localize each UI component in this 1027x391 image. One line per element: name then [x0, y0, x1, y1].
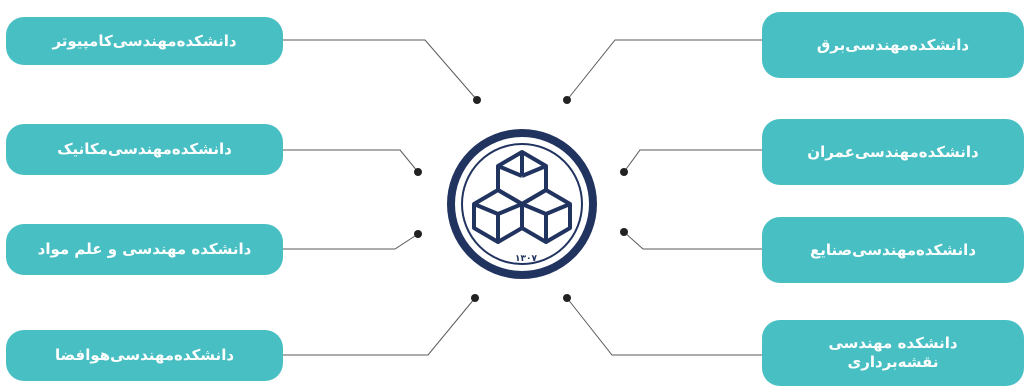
- dept-materials-label: دانشکده مهندسی و علم مواد: [37, 240, 252, 259]
- dept-industrial-label: دانشکده‌مهندسی‌صنایع: [810, 240, 977, 259]
- dept-electrical-label: دانشکده‌مهندسی‌برق: [816, 35, 970, 54]
- dept-surveying[interactable]: دانشکده مهندسی نقشه‌برداری: [762, 320, 1024, 386]
- dept-computer[interactable]: دانشکده‌مهندسی‌کامپیوتر: [6, 17, 283, 65]
- connector-materials: [283, 233, 419, 250]
- connector-dot: [414, 230, 422, 238]
- dept-civil-label: دانشکده‌مهندسی‌عمران: [807, 142, 979, 161]
- connector-aerospace: [283, 297, 476, 356]
- dept-mechanical-label: دانشکده‌مهندسی‌مکانیک: [57, 140, 232, 159]
- connector-mechanical: [283, 149, 419, 173]
- connector-computer: [283, 39, 478, 101]
- dept-materials[interactable]: دانشکده مهندسی و علم مواد: [6, 224, 283, 275]
- connector-dot: [563, 294, 571, 302]
- connector-dot: [620, 228, 628, 236]
- connector-dot: [414, 168, 422, 176]
- founding-year: ۱۳۰۷: [515, 254, 537, 264]
- dept-civil[interactable]: دانشکده‌مهندسی‌عمران: [762, 119, 1024, 185]
- dept-electrical[interactable]: دانشکده‌مهندسی‌برق: [762, 12, 1024, 78]
- dept-industrial[interactable]: دانشکده‌مهندسی‌صنایع: [762, 217, 1024, 283]
- dept-aerospace-label: دانشکده‌مهندسی‌هوافضا: [54, 346, 235, 365]
- connector-industrial: [623, 231, 762, 250]
- cube-emblem: [472, 150, 572, 244]
- dept-aerospace[interactable]: دانشکده‌مهندسی‌هوافضا: [6, 330, 283, 381]
- dept-surveying-label: دانشکده مهندسی نقشه‌برداری: [828, 334, 958, 371]
- connector-dot: [620, 168, 628, 176]
- university-logo: [447, 129, 597, 279]
- dept-computer-label: دانشکده‌مهندسی‌کامپیوتر: [52, 31, 237, 50]
- connector-dot: [473, 96, 481, 104]
- connector-dot: [563, 96, 571, 104]
- connector-civil: [623, 149, 762, 173]
- connector-surveying: [566, 297, 762, 356]
- connector-electrical: [566, 39, 762, 101]
- dept-mechanical[interactable]: دانشکده‌مهندسی‌مکانیک: [6, 124, 283, 175]
- connector-dot: [471, 294, 479, 302]
